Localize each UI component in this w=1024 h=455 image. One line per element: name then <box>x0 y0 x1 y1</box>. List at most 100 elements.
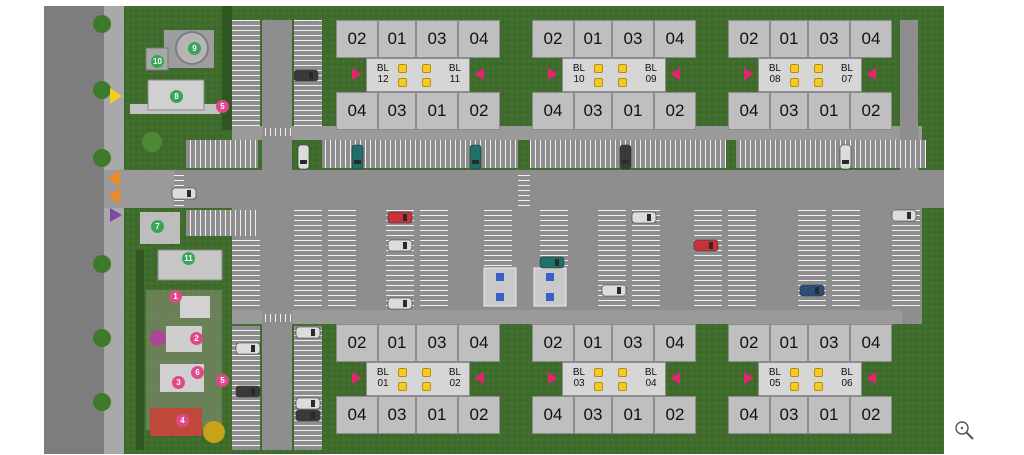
unit-bottom: 03 <box>574 92 612 130</box>
gate-arrow-purple <box>110 208 122 222</box>
main-road-horizontal <box>124 170 944 208</box>
block-entry-arrow-left <box>744 372 754 384</box>
amenity-badge-5[interactable]: 5 <box>216 100 229 113</box>
stair-window <box>422 382 431 391</box>
parked-car <box>351 144 364 170</box>
amenity-badge-3[interactable]: 3 <box>172 376 185 389</box>
car-windshield <box>300 160 307 164</box>
stair-window <box>594 64 603 73</box>
amenity-badge-1[interactable]: 1 <box>169 290 182 303</box>
stair-window <box>790 368 799 377</box>
stair-window <box>398 78 407 87</box>
parked-car <box>387 211 413 224</box>
unit-top: 01 <box>770 324 808 362</box>
hedge-bottom <box>136 250 144 450</box>
unit-top: 03 <box>808 324 850 362</box>
block-entry-arrow-left <box>548 68 558 80</box>
stair-window <box>618 78 627 87</box>
car-windshield <box>251 345 255 352</box>
block-entry-arrow-right <box>474 372 484 384</box>
unit-bottom: 02 <box>458 92 500 130</box>
car-windshield <box>647 214 651 221</box>
unit-top: 02 <box>532 20 574 58</box>
unit-bottom: 02 <box>850 396 892 434</box>
amenity-badge-2[interactable]: 2 <box>190 332 203 345</box>
hedge-top <box>222 6 232 130</box>
car-windshield <box>907 212 911 219</box>
amenity-badge-11[interactable]: 11 <box>182 252 195 265</box>
top-right-road <box>900 20 918 170</box>
unit-top: 01 <box>378 324 416 362</box>
car-windshield <box>403 214 407 221</box>
unit-top: 02 <box>336 324 378 362</box>
stair-window <box>594 382 603 391</box>
block-entry-arrow-left <box>548 372 558 384</box>
playground-pad-1 <box>180 296 210 318</box>
unit-bottom: 02 <box>850 92 892 130</box>
stair-window <box>594 78 603 87</box>
amenity-badge-9[interactable]: 9 <box>188 42 201 55</box>
parked-car <box>631 211 657 224</box>
unit-top: 02 <box>532 324 574 362</box>
unit-top: 04 <box>654 324 696 362</box>
parked-car <box>387 239 413 252</box>
unit-bottom: 04 <box>728 396 770 434</box>
unit-bottom: 01 <box>612 396 654 434</box>
car-windshield <box>187 190 191 197</box>
parked-car <box>235 385 261 398</box>
stair-window <box>422 368 431 377</box>
unit-top: 03 <box>416 324 458 362</box>
unit-top: 04 <box>458 324 500 362</box>
unit-bottom: 04 <box>728 92 770 130</box>
car-windshield <box>311 329 315 336</box>
amenity-badge-5[interactable]: 5 <box>216 374 229 387</box>
unit-top: 03 <box>612 324 654 362</box>
street-sidewalk <box>104 6 124 454</box>
block-entry-arrow-left <box>352 372 362 384</box>
stair-window <box>398 382 407 391</box>
parked-car <box>601 284 627 297</box>
amenity-badge-10[interactable]: 10 <box>151 55 164 68</box>
amenity-badge-7[interactable]: 7 <box>151 220 164 233</box>
car-windshield <box>403 242 407 249</box>
magnifier-zoom-icon[interactable] <box>953 419 975 441</box>
stair-window <box>398 64 407 73</box>
unit-bottom: 01 <box>416 92 458 130</box>
block-core <box>366 362 470 396</box>
unit-bottom: 01 <box>808 92 850 130</box>
block-core <box>366 58 470 92</box>
parked-car <box>171 187 197 200</box>
gate-arrow-orange-1 <box>108 170 120 186</box>
block-core <box>562 362 666 396</box>
amenity-badge-6[interactable]: 6 <box>191 366 204 379</box>
amenity-badge-4[interactable]: 4 <box>176 414 189 427</box>
unit-bottom: 04 <box>532 396 574 434</box>
parked-car <box>539 256 565 269</box>
street-trees <box>93 15 225 443</box>
parked-car <box>235 342 261 355</box>
block-entry-arrow-left <box>744 68 754 80</box>
car-windshield <box>842 160 849 164</box>
unit-top: 01 <box>574 20 612 58</box>
amenity-badge-8[interactable]: 8 <box>170 90 183 103</box>
block-core <box>758 362 862 396</box>
unit-top: 02 <box>728 20 770 58</box>
parked-car <box>619 144 632 170</box>
parked-car <box>891 209 917 222</box>
car-windshield <box>251 388 255 395</box>
unit-top: 04 <box>458 20 500 58</box>
stair-window <box>814 64 823 73</box>
stair-window <box>618 64 627 73</box>
stair-window <box>814 78 823 87</box>
stair-window <box>618 368 627 377</box>
car-windshield <box>709 242 713 249</box>
stair-window <box>594 368 603 377</box>
unit-bottom: 04 <box>336 396 378 434</box>
